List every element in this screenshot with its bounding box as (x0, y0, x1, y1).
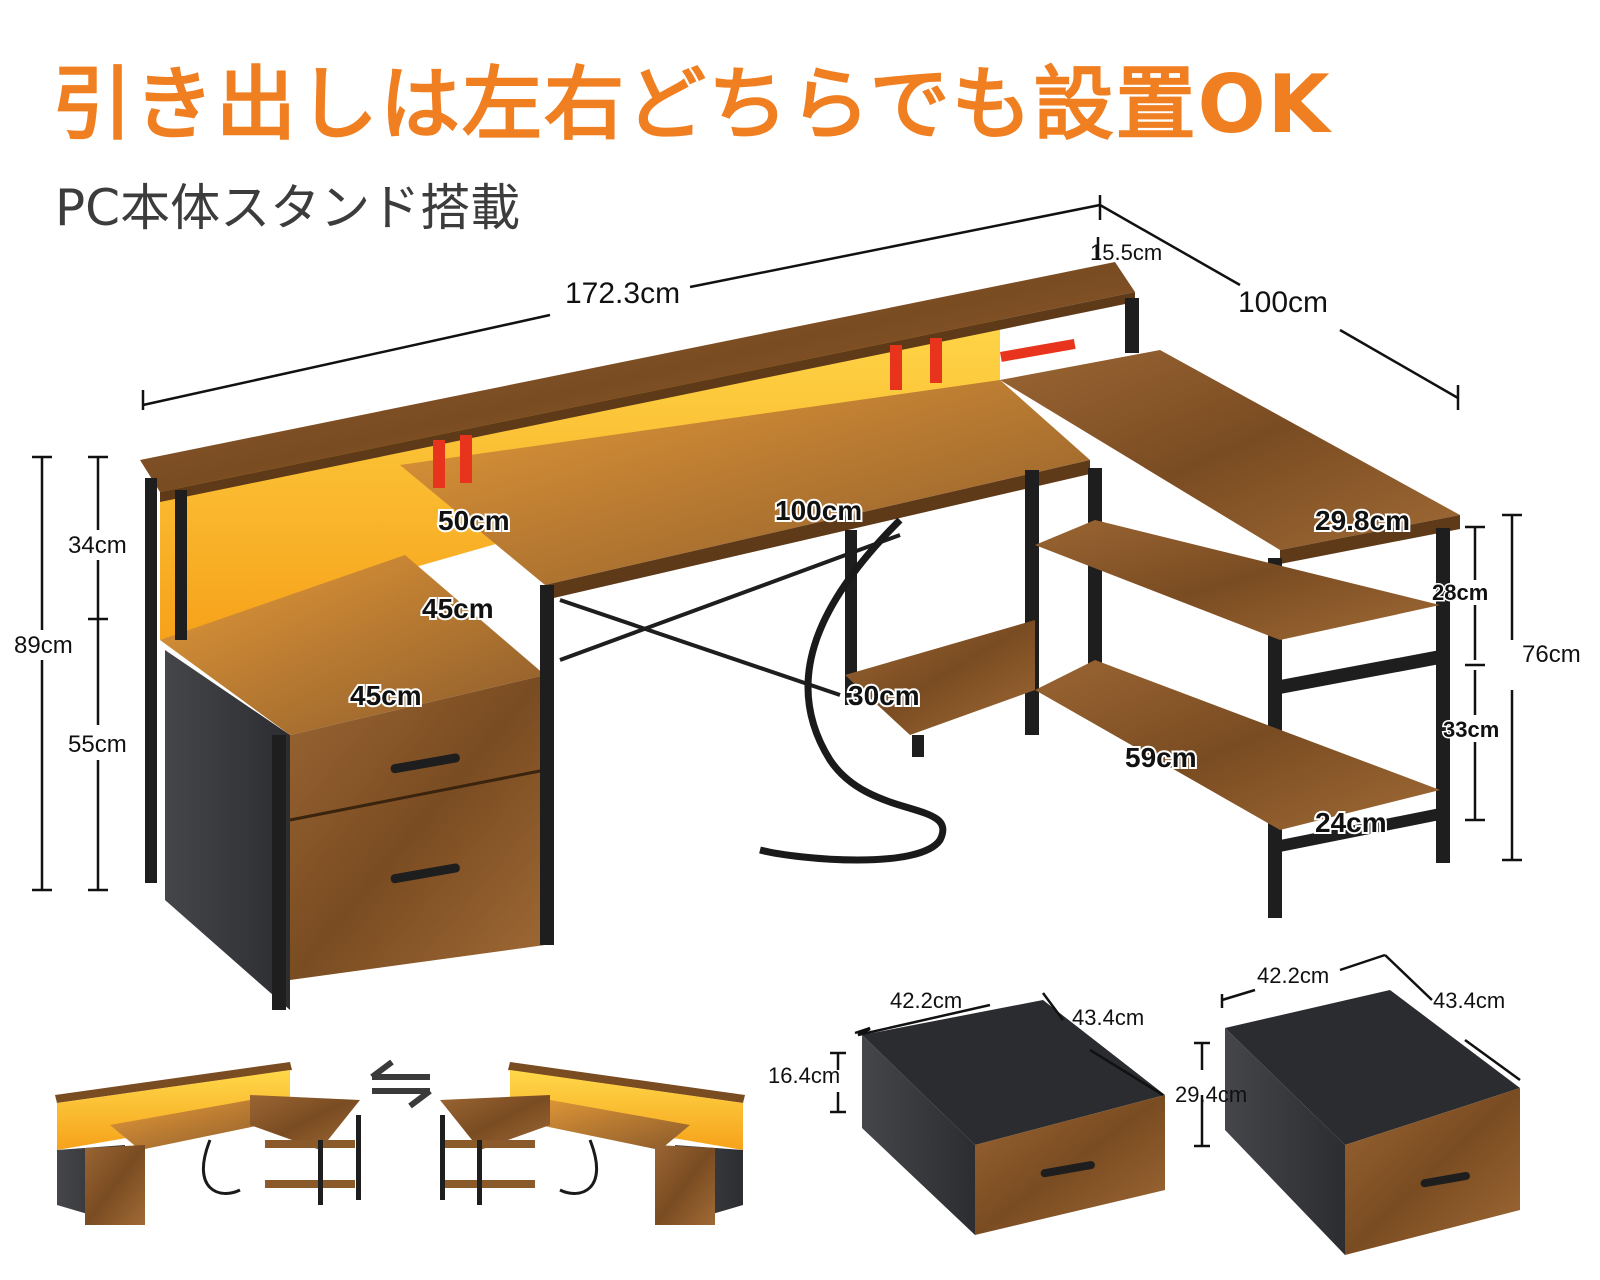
subtitle: PC本体スタンド搭載 (55, 179, 521, 237)
side-shelf-upper (1035, 520, 1440, 640)
dim-shelf-gap-lower: 33cm (1443, 717, 1499, 742)
drawer1-height: 16.4cm (768, 1063, 840, 1088)
cpu-stand (845, 620, 1035, 735)
drawer1-depth: 43.4cm (1072, 1005, 1144, 1030)
drawer-handle (1420, 1171, 1470, 1188)
drawer-small (862, 1000, 1165, 1235)
thumbnail-left-config (55, 1062, 361, 1225)
dim-bottom-shelf: 59cm (1125, 742, 1197, 773)
drawer2-depth: 43.4cm (1433, 988, 1505, 1013)
dim-total-height: 89cm (14, 632, 73, 659)
cabinet-side-fabric (165, 650, 290, 1010)
dim-cabinet-depth: 45cm (422, 593, 494, 624)
dim-desk-height: 76cm (1522, 641, 1581, 668)
headline: 引き出しは左右どちらでも設置OK (52, 58, 1332, 151)
drawer-handle (1040, 1161, 1095, 1178)
drawer2-width: 42.2cm (1257, 963, 1329, 988)
dimension-lines (32, 195, 1522, 892)
desk-main (140, 262, 1460, 1010)
cabinet-front (290, 675, 545, 980)
drawer-large (1225, 990, 1520, 1255)
dim-main-width: 100cm (775, 495, 862, 526)
dim-shelf-depth: 15.5cm (1090, 240, 1162, 265)
dim-upper-height: 34cm (68, 532, 127, 559)
swap-arrows-icon (370, 1059, 432, 1109)
cabinet-top (160, 555, 545, 735)
dim-total-width: 172.3cm (565, 277, 680, 310)
dim-desk-depth: 50cm (438, 505, 510, 536)
dim-side-top-depth: 29.8cm (1315, 505, 1410, 536)
thumbnail-right-config (440, 1062, 745, 1225)
monitor-shelf (140, 262, 1135, 492)
dim-cpu-stand: 30cm (848, 680, 920, 711)
dim-side-length: 100cm (1238, 286, 1328, 319)
dim-shelf-depth-lower: 24cm (1315, 807, 1387, 838)
power-cable (759, 517, 947, 864)
drawer-handle (390, 863, 460, 884)
side-shelf-lower (1035, 660, 1440, 830)
dim-shelf-gap-upper: 28cm (1432, 580, 1488, 605)
drawer2-height: 29.4cm (1175, 1082, 1247, 1107)
drawer1-width: 42.2cm (890, 988, 962, 1013)
drawer-handle (390, 753, 460, 774)
dim-lower-height: 55cm (68, 731, 127, 758)
dim-cabinet-width: 45cm (350, 680, 422, 711)
